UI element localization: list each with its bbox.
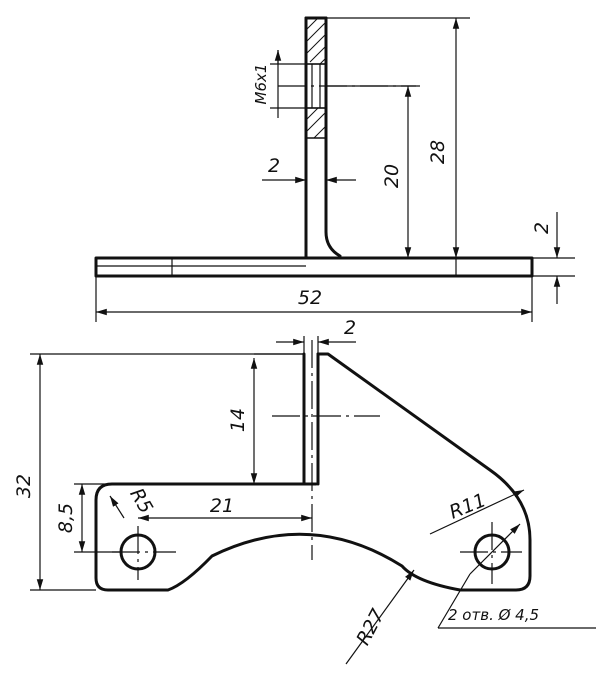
wall-top-view — [302, 352, 320, 486]
dim-21: 21 — [210, 495, 234, 517]
plate-outline — [94, 352, 532, 592]
dim-14: 14 — [227, 408, 249, 432]
dim-52: 52 — [298, 287, 322, 309]
section-hatch-upper — [305, 17, 327, 65]
thread-label: M6x1 — [252, 64, 270, 105]
dim-2-top: 2 — [344, 317, 356, 339]
top-view: 2 14 32 8,5 R5 21 R11 2 отв. Ø 4,5 R27 — [13, 317, 596, 665]
holes-label: 2 отв. Ø 4,5 — [448, 606, 539, 624]
dim-20: 20 — [381, 164, 403, 188]
front-view: 28 20 M6x1 2 2 52 — [94, 16, 575, 322]
dim-2-wall: 2 — [268, 155, 280, 177]
base-plate-outline — [94, 256, 534, 278]
dim-2-plate: 2 — [531, 222, 553, 234]
dim-32: 32 — [13, 474, 35, 498]
section-hatch-lower — [305, 107, 327, 139]
dim-28: 28 — [427, 140, 449, 164]
radius-r5: R5 — [125, 485, 157, 518]
dim-8-5: 8,5 — [55, 503, 77, 533]
radius-r11: R11 — [446, 489, 489, 523]
